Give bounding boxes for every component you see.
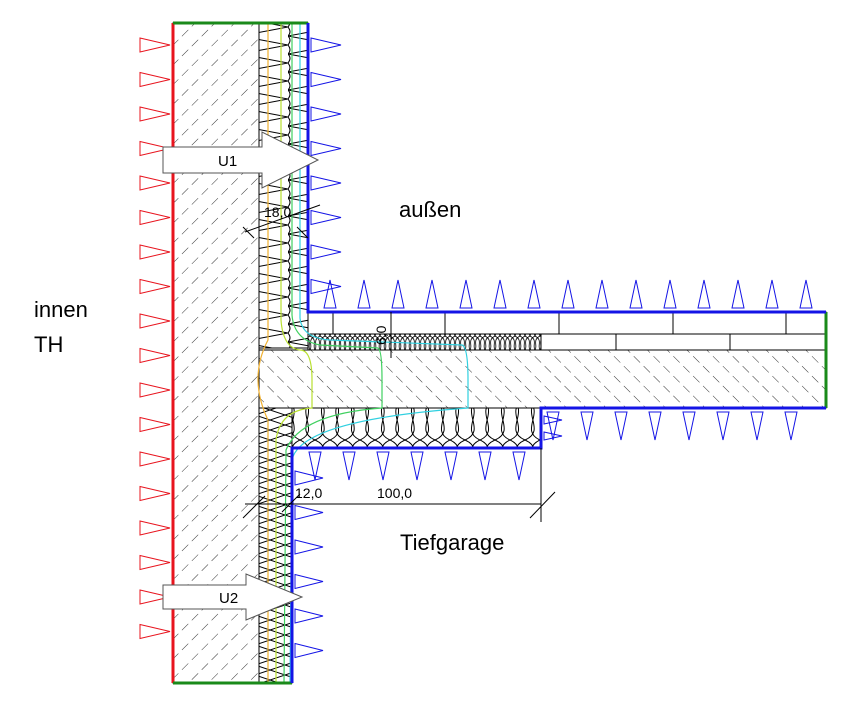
interior-arrow (139, 451, 171, 467)
exterior-arrow (425, 279, 439, 309)
exterior-arrow (799, 279, 813, 309)
exterior-arrow (750, 411, 764, 441)
interior-arrow (139, 589, 171, 605)
exterior-arrow (310, 106, 342, 122)
exterior-arrow (595, 279, 609, 309)
interior-arrow (139, 37, 171, 53)
exterior-arrow (294, 504, 324, 521)
exterior-arrow (663, 279, 677, 309)
exterior-arrow (784, 411, 798, 441)
exterior-arrow (376, 451, 390, 481)
exterior-arrow (493, 279, 507, 309)
interior-arrow (139, 175, 171, 191)
exterior-arrow (682, 411, 696, 441)
exterior-arrow (294, 608, 324, 624)
interior-heat-arrows (139, 37, 171, 640)
u2-arrow: U2 (162, 573, 304, 621)
isotherm-cyan (289, 23, 469, 684)
exterior-arrow (444, 451, 458, 481)
exterior-arrow (512, 451, 526, 481)
label-garage: Tiefgarage (400, 530, 504, 555)
dimension-upper (242, 204, 321, 239)
interior-arrow (139, 554, 171, 571)
exterior-arrow (310, 37, 342, 53)
exterior-arrow (543, 415, 563, 425)
ceiling-insulation (291, 407, 542, 449)
exterior-arrow (546, 411, 560, 441)
exterior-arrow (357, 279, 371, 309)
paving-joints (332, 312, 787, 350)
exterior-boundary-lower (290, 406, 826, 683)
exterior-arrow (310, 244, 342, 260)
isotherm-orange (257, 23, 269, 683)
exterior-arrow (323, 279, 337, 309)
exterior-arrow (410, 451, 424, 481)
isotherm-green (283, 23, 383, 684)
exterior-arrow (697, 279, 711, 309)
exterior-arrow (294, 642, 324, 659)
exterior-arrow (716, 411, 730, 441)
exterior-arrow (294, 539, 324, 555)
exterior-arrow (310, 175, 342, 191)
exterior-arrow (308, 451, 322, 481)
interior-arrow (139, 244, 171, 260)
exterior-arrow (391, 279, 405, 309)
interior-arrow (139, 382, 171, 398)
interior-arrow (139, 520, 171, 536)
exterior-arrow (580, 411, 594, 441)
paving-lower (540, 333, 827, 351)
exterior-arrow (543, 431, 563, 441)
exterior-arrow (731, 279, 745, 309)
interior-arrow (139, 623, 171, 640)
exterior-arrow (629, 279, 643, 309)
interior-arrow (139, 313, 171, 329)
label-outside: außen (399, 197, 461, 222)
isotherms (257, 23, 469, 684)
exterior-arrow (614, 411, 628, 441)
interior-arrow (139, 347, 171, 364)
dimension-label-lower: 12,0 (295, 485, 322, 501)
exterior-arrow (310, 209, 342, 226)
label-inside-th: TH (34, 332, 63, 357)
interior-arrow (139, 209, 171, 226)
exterior-arrow (648, 411, 662, 441)
interior-arrow (139, 140, 171, 157)
interior-arrow (139, 485, 171, 502)
exterior-arrow (561, 279, 575, 309)
exterior-arrow (459, 279, 473, 309)
exterior-arrow (765, 279, 779, 309)
isotherm-yellowgreen (275, 23, 313, 683)
u1-arrow: U1 (162, 131, 320, 189)
exterior-arrow (310, 71, 342, 88)
dimension-label-upper: 18,0 (264, 204, 291, 220)
exterior-arrow (527, 279, 541, 309)
interior-arrow (139, 106, 171, 122)
dimension-label-roof: 6,0 (373, 325, 389, 345)
main-wall (172, 22, 260, 684)
dimension-label-ceiling: 100,0 (377, 485, 412, 501)
exterior-arrow (310, 278, 342, 295)
u2-label: U2 (219, 590, 238, 607)
exterior-arrow (310, 140, 342, 157)
exterior-arrow (294, 470, 324, 486)
interior-arrow (139, 416, 171, 433)
slab-top-insulation (307, 333, 542, 351)
exterior-arrow (294, 573, 324, 590)
exterior-heat-arrows (294, 37, 813, 659)
exterior-arrow (478, 451, 492, 481)
exterior-boundary-upper (306, 23, 826, 314)
interior-arrow (139, 278, 171, 295)
label-inside: innen (34, 297, 88, 322)
floor-slab (258, 349, 827, 409)
dimension-lower (242, 448, 556, 522)
u1-label: U1 (218, 153, 237, 170)
exterior-arrow (342, 451, 356, 481)
interior-arrow (139, 71, 171, 88)
